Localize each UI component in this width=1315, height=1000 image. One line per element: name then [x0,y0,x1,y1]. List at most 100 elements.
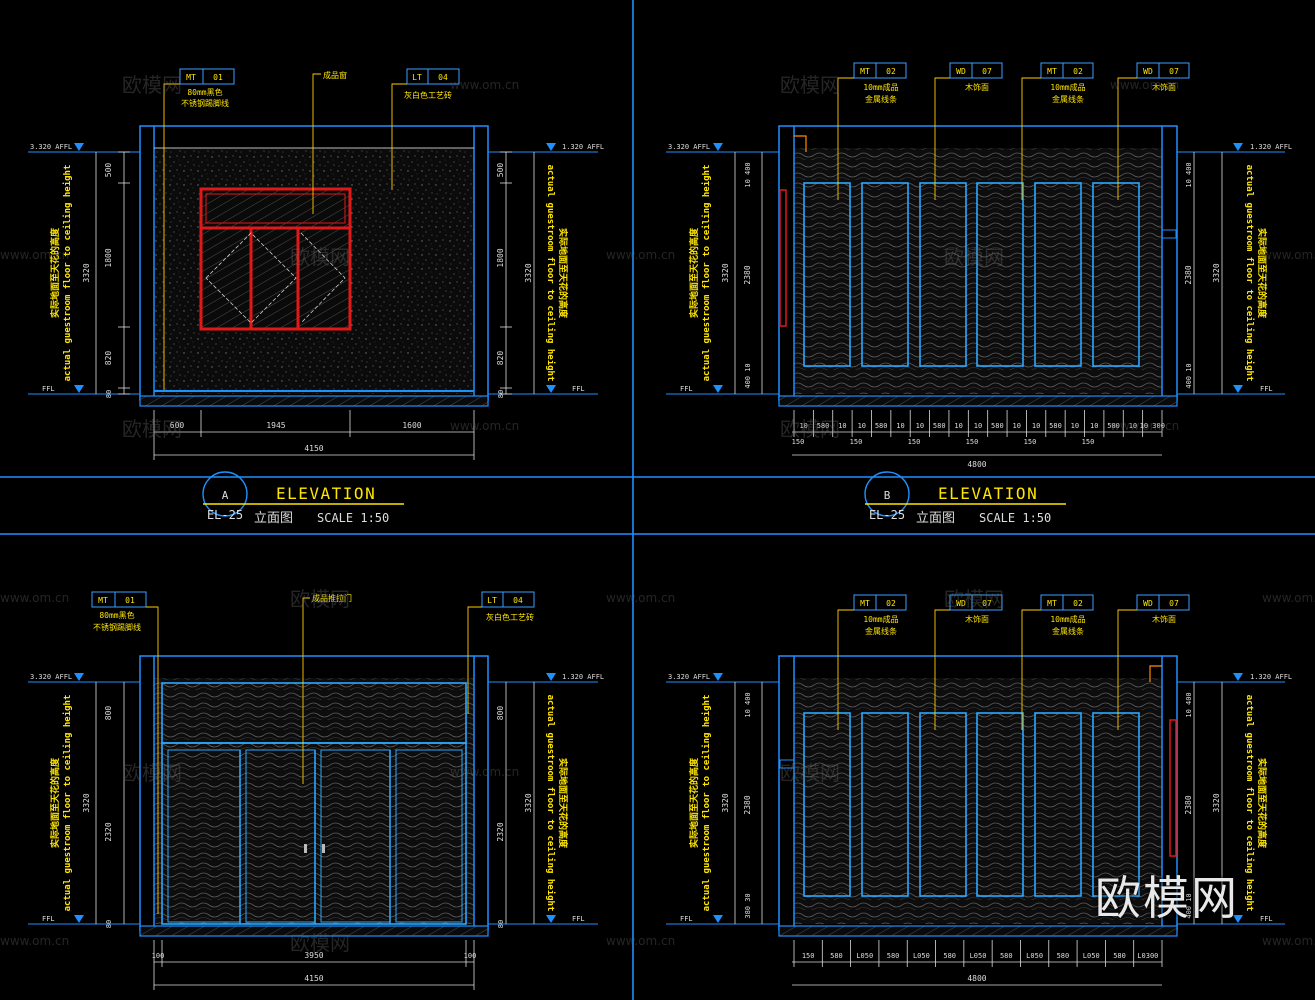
svg-text:www.om.cn: www.om.cn [606,934,675,948]
dim-left-a-0: 500 [104,163,113,178]
tag-num: 07 [982,67,992,76]
title-cn-b: 立面图 [916,511,955,526]
tag-note1: 10mm成品 [1050,614,1085,624]
svg-text:80mm黑色: 80mm黑色 [99,610,134,620]
dim-left-d-2: 380 30 [744,893,752,918]
b-dim-bottom2-3: 150 [966,438,979,446]
dim-right-d-1: 2380 [1184,795,1193,814]
level-bottom-d: FFL [680,915,693,923]
tag-note1: 木饰面 [965,82,989,92]
title-block-a: A EL-25 ELEVATION 立面图 SCALE 1:50 [202,471,404,526]
tag-note2: 金属线条 [1052,626,1084,636]
b-dim-bottom-4: 580 [875,422,888,430]
dim-total-left-b: 3320 [721,263,730,282]
level-bottom-right-b: FFL [1260,385,1273,393]
svg-text:01: 01 [213,73,223,82]
material-tag-c-1: LT 04 灰白色工艺砖 [467,591,535,714]
dim-right-d-0: 10 400 [1185,692,1193,717]
svg-text:www.om.cn: www.om.cn [0,934,69,948]
svg-text:欧模网: 欧模网 [780,761,840,785]
b-dim-bottom-1: 580 [817,422,830,430]
side-note-en-left-a: actual guestroom floor to ceiling height [62,165,73,382]
svg-text:04: 04 [438,73,448,82]
b-dim-bottom-9: 10 [974,422,982,430]
title-sheet-b: EL-25 [869,508,905,522]
dim-total-width-b: 4800 [967,460,986,469]
svg-text:灰白色工艺砖: 灰白色工艺砖 [486,612,534,622]
level-bottom-a: FFL [42,385,55,393]
tag-note1: 10mm成品 [863,82,898,92]
material-tag-c-0: MT 01 80mm黑色 不锈钢踢脚线 [91,591,159,914]
level-top-a: 3.320 AFFL [30,143,72,151]
side-note-en-left-b: actual guestroom floor to ceiling height [701,165,712,382]
title-en-b: ELEVATION [938,484,1038,503]
svg-text:成品推拉门: 成品推拉门 [312,593,352,603]
dim-left-b-1: 2380 [743,265,752,284]
b-dim-bottom-17: 10 [1129,422,1137,430]
svg-text:www.om.cn: www.om.cn [0,591,69,605]
dim-right-b-0: 10 400 [1185,162,1193,187]
b-dim-bottom-5: 10 [896,422,904,430]
material-tag-a-0: MT 01 80mm黑色 不锈钢踢脚线 [163,68,235,390]
b-dim-bottom-2: 10 [838,422,846,430]
side-note-cn-right-b: 实际地面至天花的高度 [1256,228,1268,319]
wall-frame-left-a [139,125,155,401]
d-dim-bottom-4: L050 [913,952,930,960]
d-dim-bottom-2: L050 [856,952,873,960]
d-dim-bottom-8: L050 [1026,952,1043,960]
svg-text:不锈钢踢脚线: 不锈钢踢脚线 [181,98,229,108]
d-dim-bottom-6: L050 [970,952,987,960]
tag-num: 07 [1169,67,1179,76]
dim-left-c-1: 2320 [104,822,113,841]
d-dim-bottom-0: 150 [802,952,815,960]
tag-num: 02 [1073,599,1083,608]
svg-text:欧模网: 欧模网 [944,245,1004,269]
sliding-door-c [161,682,467,925]
dim-left-d-1: 2380 [743,795,752,814]
side-note-en-left-c: actual guestroom floor to ceiling height [62,695,73,912]
svg-text:LT: LT [487,596,497,605]
tag-num: 07 [982,599,992,608]
dim-bottom-a-0: 600 [170,421,185,430]
dim-right-c-2: 80 [497,920,505,928]
level-top-c: 3.320 AFFL [30,673,72,681]
b-dim-bottom2-1: 150 [850,438,863,446]
dim-total-right-a: 3320 [524,263,533,282]
door-callout-c: 成品推拉门 [302,593,352,784]
tag-note1: 木饰面 [1152,82,1176,92]
dim-bottom-a-2: 1600 [402,421,421,430]
b-dim-bottom2-4: 150 [1024,438,1037,446]
tag-code: MT [860,599,870,608]
svg-text:欧模网: 欧模网 [290,245,350,269]
d-dim-bottom-7: 580 [1000,952,1013,960]
side-note-en-right-d: actual guestroom floor to ceiling height [1244,695,1255,912]
dim-total-width-d: 4800 [967,974,986,983]
dim-total-width-c: 4150 [304,974,323,983]
b-dim-bottom-8: 10 [954,422,962,430]
dim-right-c-1: 2320 [496,822,505,841]
side-note-cn-left-c: 实际地面至天花的高度 [49,757,61,848]
svg-text:www.om.cn: www.om.cn [1110,419,1179,433]
dim-left-a-1: 1800 [104,248,113,267]
wall-frame-right-a [473,125,489,401]
dim-total-left-d: 3320 [721,793,730,812]
level-top-right-a: 1.320 AFFL [562,143,604,151]
dim-total-left-c: 3320 [82,793,91,812]
watermarks: 欧模网 www.om.cn 欧模网 www.om.cn www.om.cn 欧模… [0,73,1315,955]
d-dim-bottom-12: L0300 [1137,952,1158,960]
dim-left-d-0: 10 400 [744,692,752,717]
level-top-right-b: 1.320 AFFL [1250,143,1292,151]
svg-text:www.om.cn: www.om.cn [450,765,519,779]
level-bottom-right-a: FFL [572,385,585,393]
svg-text:www.om.cn: www.om.cn [606,591,675,605]
b-dim-bottom2-2: 150 [908,438,921,446]
side-note-cn-left-d: 实际地面至天花的高度 [688,757,700,848]
tag-num: 07 [1169,599,1179,608]
svg-text:www.om.cn: www.om.cn [606,248,675,262]
title-sheet-a: EL-25 [207,508,243,522]
b-dim-bottom-0: 10 [799,422,807,430]
level-bottom-b: FFL [680,385,693,393]
